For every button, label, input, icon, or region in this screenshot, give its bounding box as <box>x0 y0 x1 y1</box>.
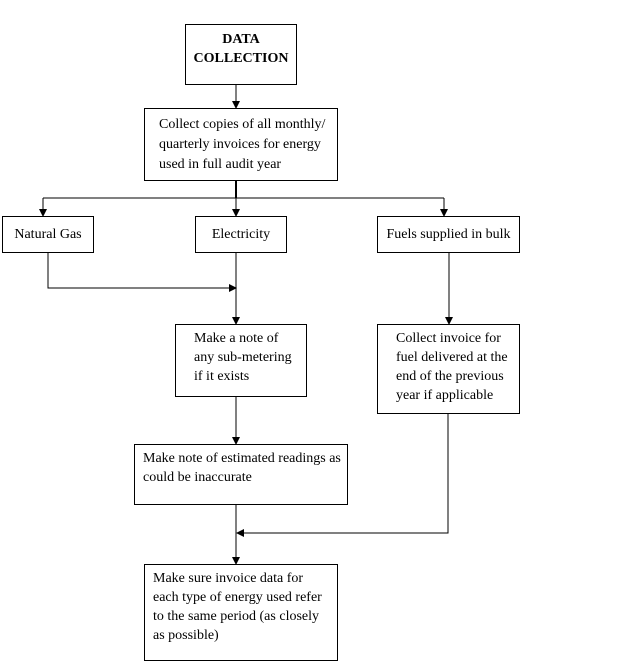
arrow-invoice-merge <box>236 413 449 537</box>
step-bulk-fuels: Fuels supplied in bulk <box>377 216 520 253</box>
step-collect-invoices: Collect copies of all monthly/ quarterly… <box>144 108 338 181</box>
step-bulk-invoice: Collect invoice for fuel delivered at th… <box>377 324 520 414</box>
step-sub-metering: Make a note of any sub-metering if it ex… <box>175 324 307 397</box>
step-text: Make sure invoice data for each type of … <box>153 571 322 643</box>
step-text: Make note of estimated readings as could… <box>143 451 341 485</box>
step-text: Natural Gas <box>14 227 82 242</box>
step-estimated-readings: Make note of estimated readings as could… <box>134 444 348 505</box>
data-collection-title: DATA COLLECTION <box>185 24 297 85</box>
step-same-period: Make sure invoice data for each type of … <box>144 564 338 661</box>
title-line-1: DATA <box>222 32 260 47</box>
step-text: Fuels supplied in bulk <box>386 227 511 242</box>
step-text: Collect copies of all monthly/ quarterly… <box>159 117 326 172</box>
title-line-2: COLLECTION <box>193 51 289 66</box>
arrow-natural-gas-merge <box>47 252 237 292</box>
step-text: Make a note of any sub-metering if it ex… <box>194 331 292 384</box>
step-electricity: Electricity <box>195 216 287 253</box>
step-text: Electricity <box>211 227 271 242</box>
step-text: Collect invoice for fuel delivered at th… <box>396 331 508 403</box>
step-natural-gas: Natural Gas <box>2 216 94 253</box>
